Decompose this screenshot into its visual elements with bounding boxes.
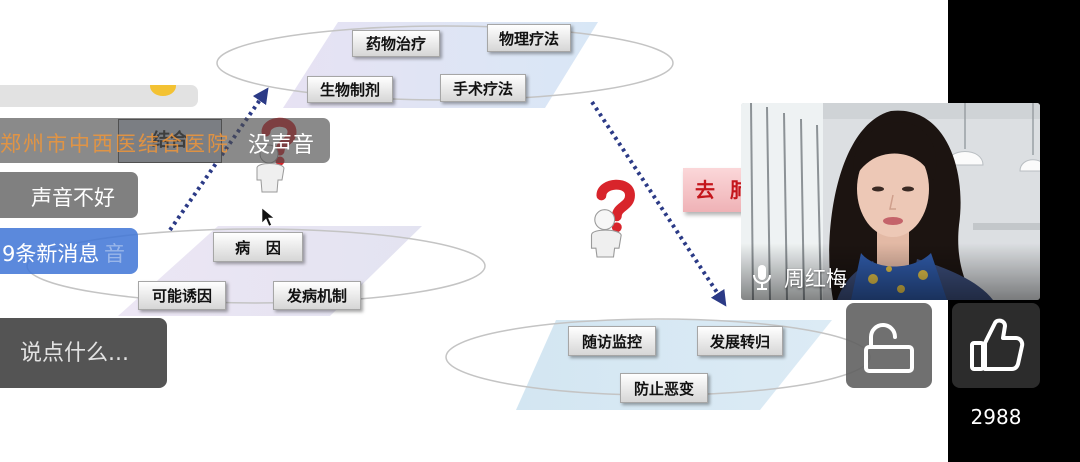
speaker-face — [857, 141, 929, 237]
prognosis-label-followup: 随访监控 — [568, 326, 656, 356]
chat-message: 郑州市中西医结合医院 没声音 — [0, 118, 330, 163]
treatment-label-drug: 药物治疗 — [352, 30, 440, 57]
speaker-lips — [883, 217, 903, 225]
treatment-label-surgery: 手术疗法 — [440, 74, 526, 102]
speaker-label: 周红梅 — [751, 263, 847, 293]
speaker-name: 周红梅 — [784, 267, 847, 291]
unlock-button[interactable] — [846, 303, 932, 388]
cause-label-pathogenesis: 发病机制 — [273, 281, 361, 310]
prognosis-label-outcome: 发展转归 — [697, 326, 783, 356]
like-count: 2988 — [970, 405, 1022, 429]
new-messages-label: 9条新消息 — [2, 242, 100, 266]
cause-label-etiology: 病 因 — [213, 232, 303, 262]
speaker-eyes — [872, 186, 914, 192]
cause-label-triggers: 可能诱因 — [138, 281, 226, 310]
new-messages-badge[interactable]: 9条新消息 音 — [0, 228, 138, 274]
dotted-arrow-to-prognosis — [590, 100, 727, 307]
chat-message-partial — [0, 85, 198, 107]
question-figure-icon — [590, 179, 635, 258]
speaker-video-frame — [741, 103, 1040, 300]
treatment-label-physical: 物理疗法 — [487, 24, 571, 52]
video-bottom-shade — [741, 243, 1040, 300]
speaker-video[interactable]: 周红梅 — [741, 103, 1040, 300]
background-shelf — [973, 223, 1040, 230]
cursor-icon — [261, 207, 275, 227]
speaker-nose — [889, 194, 896, 210]
new-messages-trailing: 音 — [104, 242, 125, 266]
emoji-icon — [150, 85, 176, 96]
chat-username: 郑州市中西医结合医院 — [0, 132, 230, 156]
treatment-label-biologic: 生物制剂 — [307, 76, 393, 103]
chat-text: 没声音 — [248, 133, 315, 158]
chat-input[interactable] — [0, 318, 167, 388]
prognosis-label-prevent: 防止恶变 — [620, 373, 708, 403]
pendant-lamp — [1019, 103, 1040, 172]
chat-message: 声音不好 — [0, 172, 138, 218]
speaker-bangs — [853, 122, 937, 181]
unlock-icon — [864, 323, 914, 373]
like-button[interactable] — [952, 303, 1040, 388]
mic-icon — [753, 265, 771, 290]
chat-text: 声音不好 — [31, 186, 115, 210]
thumbs-up-icon — [970, 318, 1025, 371]
